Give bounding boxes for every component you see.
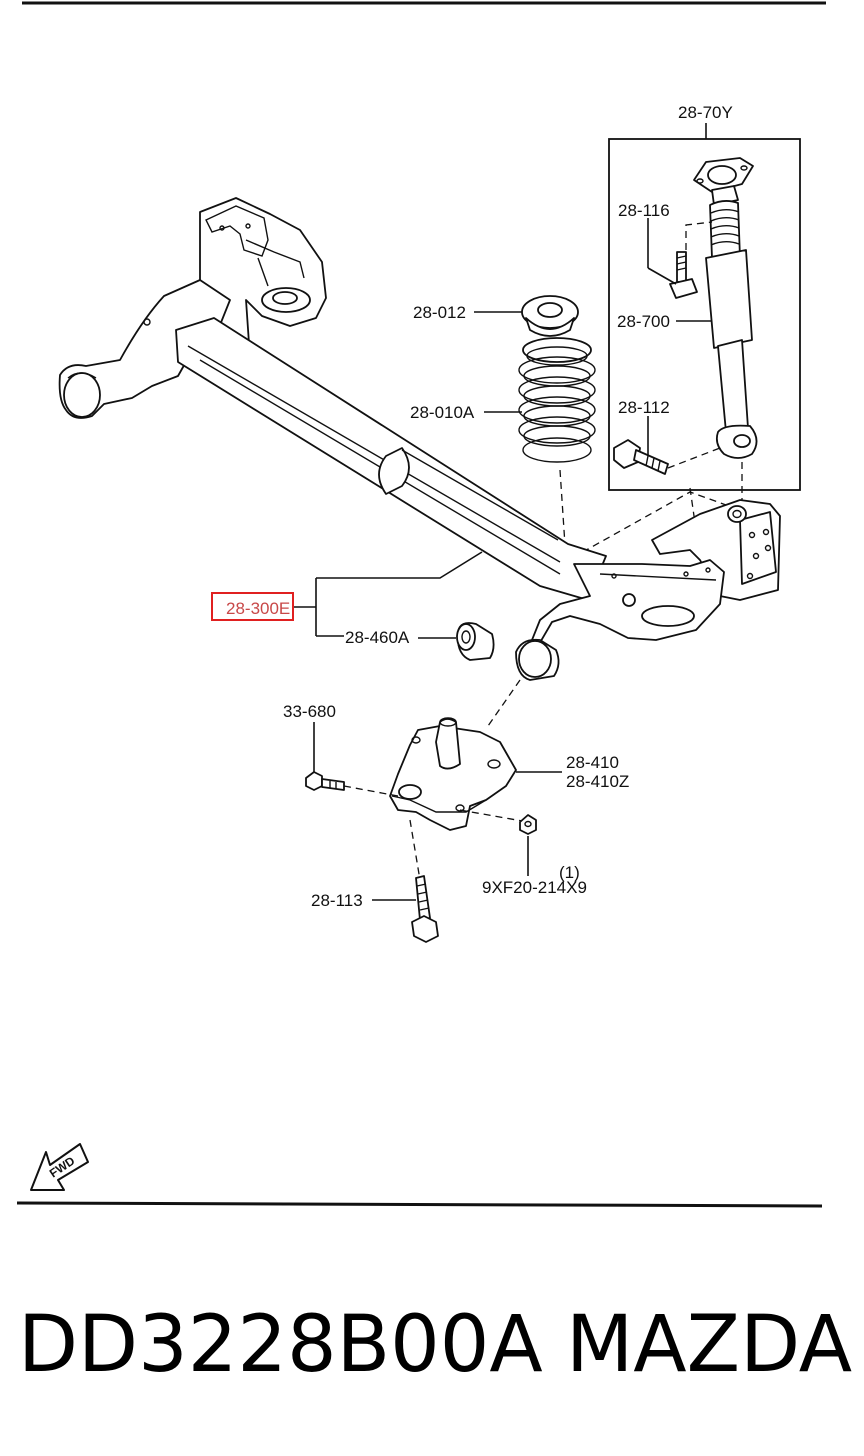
- coil-spring-28-010A: [518, 337, 596, 463]
- label-28-300E: 28-300E: [226, 599, 290, 618]
- label-28-70Y: 28-70Y: [678, 103, 733, 122]
- label-note-1: (1): [559, 863, 580, 882]
- label-9XF20-214X9: 9XF20-214X9: [482, 878, 587, 897]
- label-28-010A: 28-010A: [410, 403, 475, 422]
- label-28-410Z: 28-410Z: [566, 772, 629, 791]
- shock-assembly-box: [608, 138, 801, 491]
- fwd-arrow-icon: FWD: [30, 1143, 89, 1191]
- bolt-28-116: [669, 251, 698, 299]
- bracket-28-410: [389, 717, 517, 831]
- part-number: DD3228B00A: [18, 1300, 543, 1390]
- brand-name: MAZDA: [566, 1300, 853, 1390]
- shock-top-mount: [693, 157, 754, 206]
- label-33-680: 33-680: [283, 702, 336, 721]
- label-28-112: 28-112: [618, 398, 670, 417]
- rear-axle-beam-28-300E: [58, 197, 781, 681]
- label-28-410: 28-410: [566, 753, 619, 772]
- shock-absorber-body: [705, 249, 758, 459]
- bushing-28-460A: [456, 622, 495, 661]
- label-28-460A: 28-460A: [345, 628, 410, 647]
- label-28-012: 28-012: [413, 303, 466, 322]
- nut-9XF20-214X9: [519, 814, 537, 835]
- label-28-700: 28-700: [617, 312, 670, 331]
- label-28-116: 28-116: [618, 201, 670, 220]
- bolt-28-113: [411, 875, 439, 943]
- bolt-28-112: [613, 439, 669, 475]
- bolt-33-680: [305, 771, 345, 791]
- bottom-rule: [16, 1201, 823, 1208]
- spring-seat-28-012: [521, 295, 579, 337]
- highlight-box-28-300E: [211, 592, 294, 621]
- label-28-113: 28-113: [311, 891, 363, 910]
- footer: DD3228B00A MAZDA: [0, 1300, 864, 1400]
